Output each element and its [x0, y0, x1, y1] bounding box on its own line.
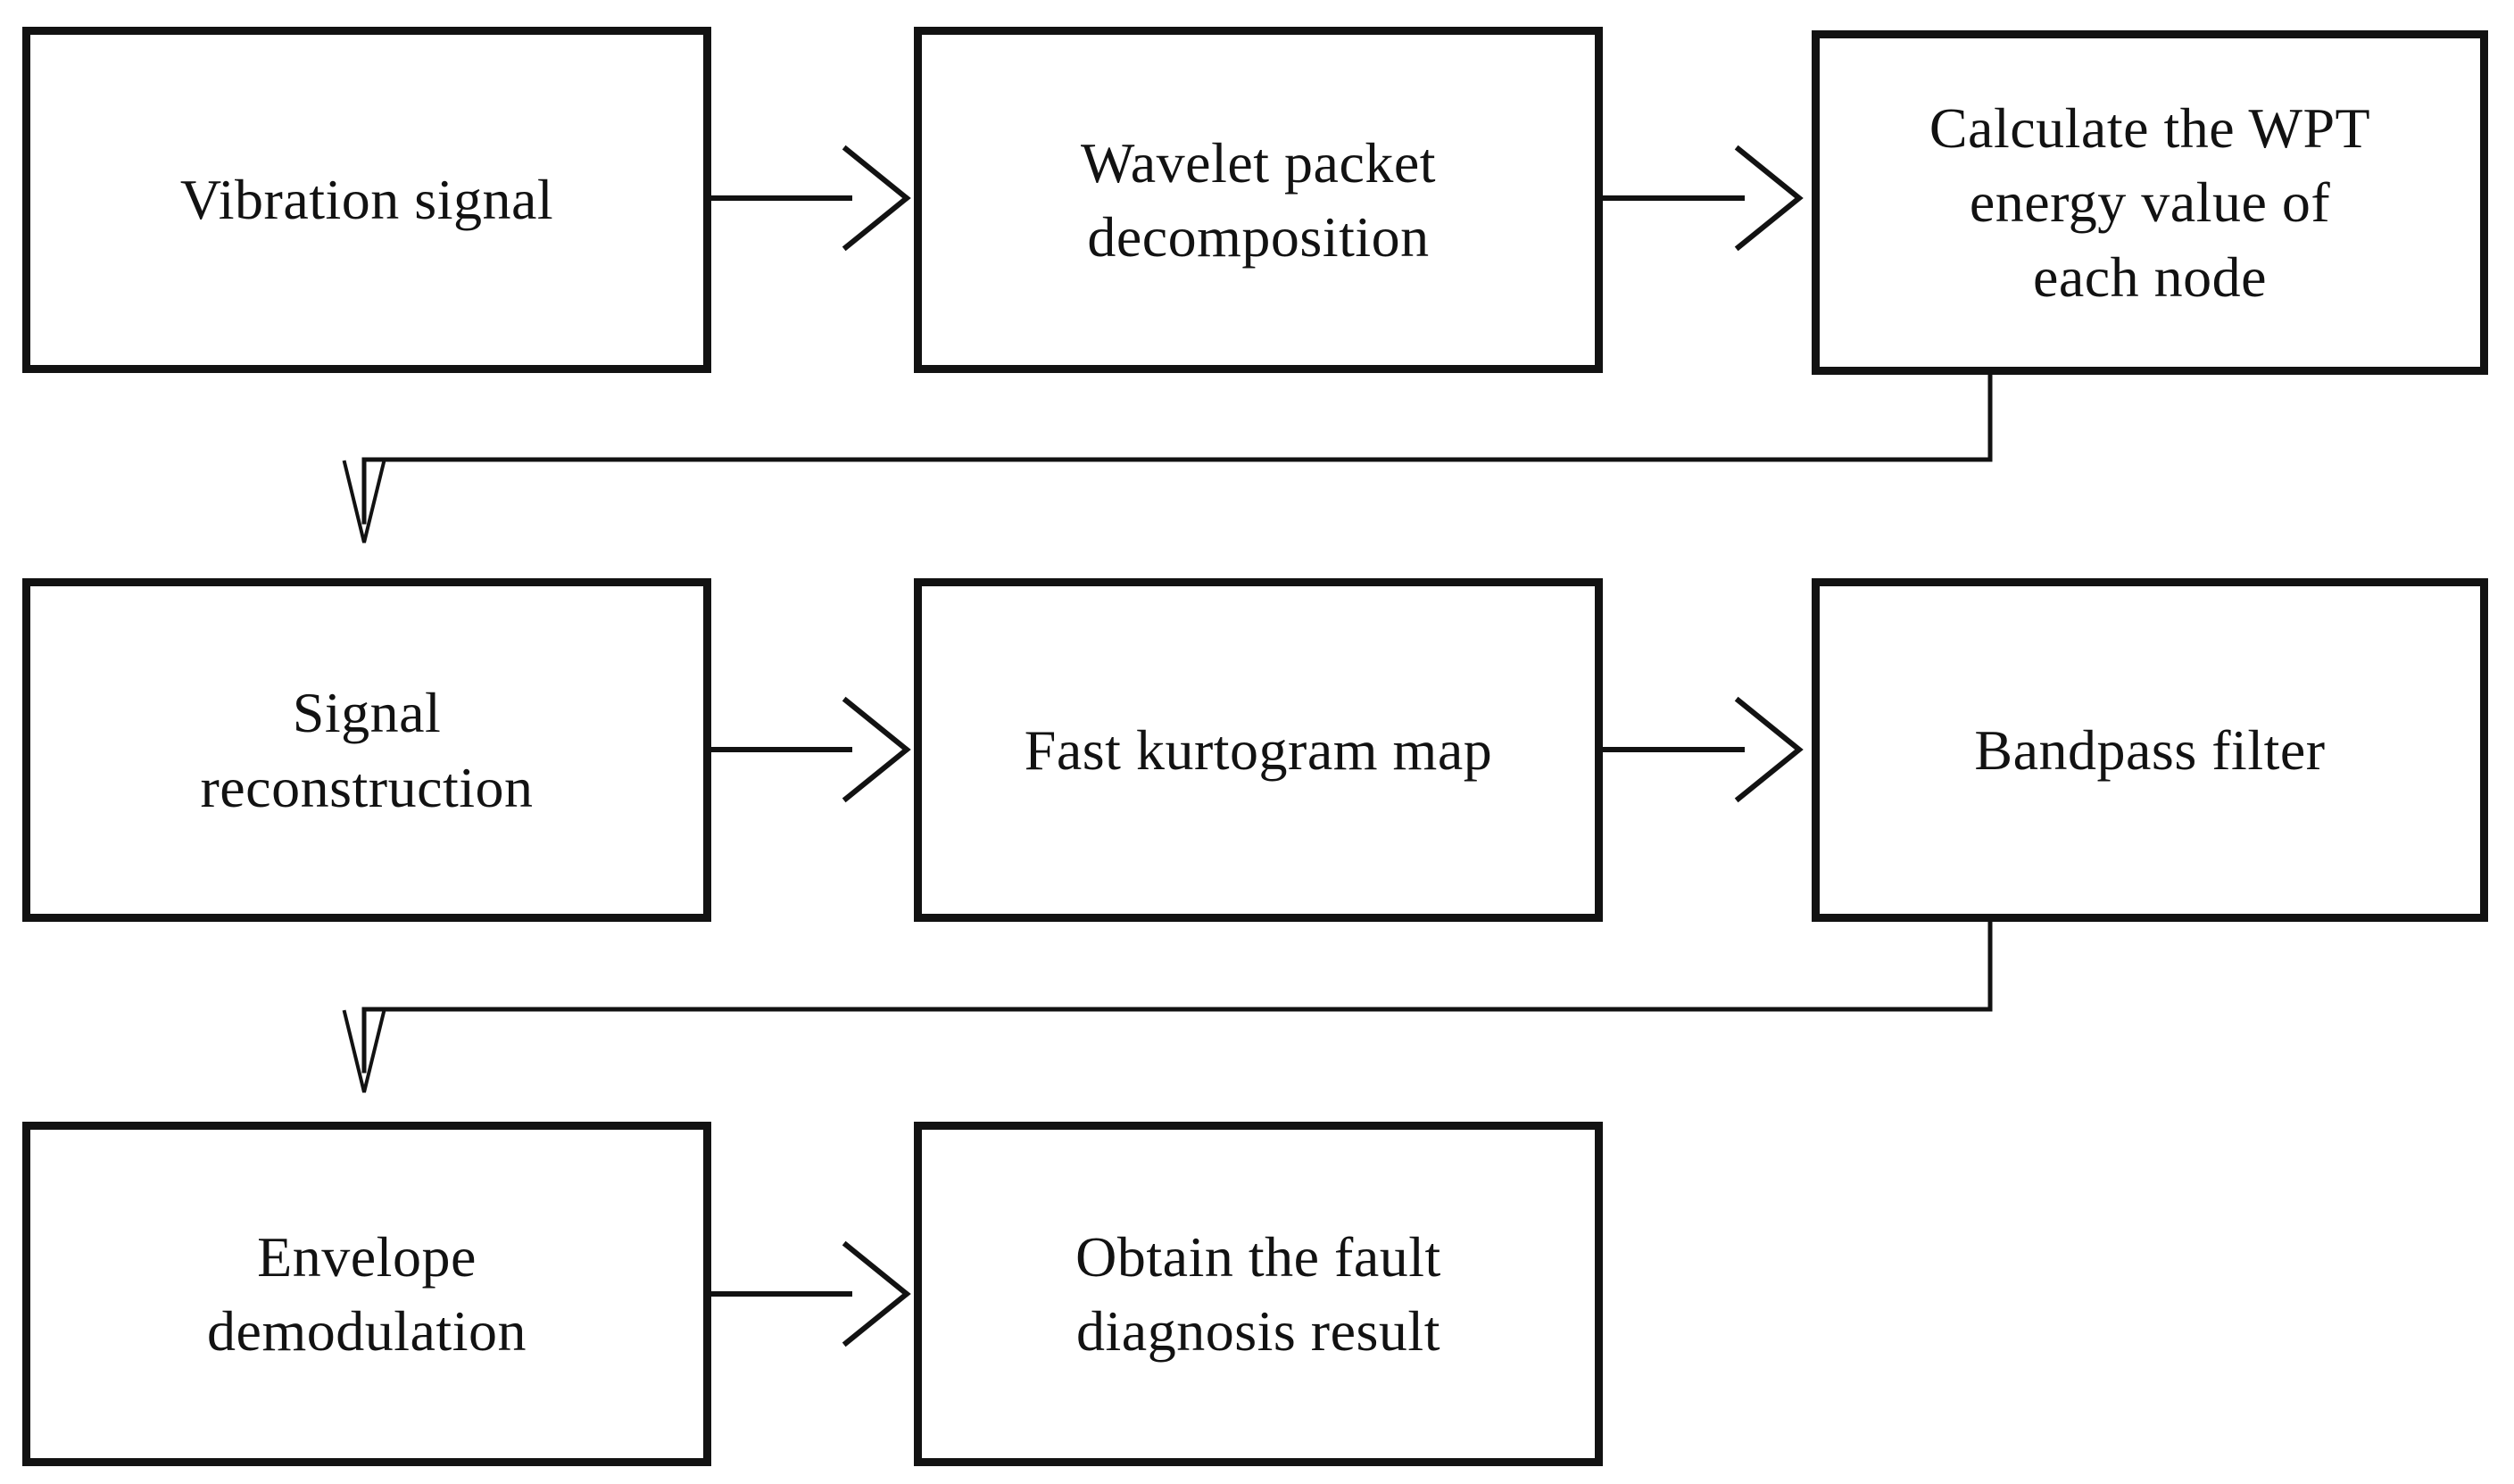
- flow-node-wpt-energy-value: Calculate the WPT energy value of each n…: [1812, 30, 2488, 375]
- node-label: Vibration signal: [179, 168, 554, 232]
- edge-bandpass-to-envelope: [342, 919, 1993, 1093]
- flow-node-signal-reconstruction: Signal reconstruction: [22, 578, 711, 922]
- arrow-right-icon: [1734, 696, 1804, 803]
- flow-node-wavelet-packet-decomposition: Wavelet packet decomposition: [914, 27, 1603, 373]
- node-label: Envelope demodulation: [207, 1224, 527, 1363]
- node-label: Fast kurtogram map: [1024, 717, 1493, 782]
- arrow-right-icon: [842, 696, 911, 803]
- flow-node-bandpass-filter: Bandpass filter: [1812, 578, 2488, 922]
- node-label: Calculate the WPT energy value of each n…: [1929, 96, 2371, 309]
- edge-signal-reconstruction-to-kurtogram: [709, 696, 911, 803]
- arrow-right-icon: [842, 1240, 911, 1347]
- arrow-down-icon: [342, 460, 386, 543]
- arrow-down-icon: [342, 1009, 386, 1093]
- flow-node-fault-diagnosis-result: Obtain the fault diagnosis result: [914, 1122, 1603, 1466]
- flow-node-envelope-demodulation: Envelope demodulation: [22, 1122, 711, 1466]
- node-label: Signal reconstruction: [200, 681, 534, 819]
- node-label: Bandpass filter: [1974, 717, 2326, 782]
- edge-vibration-to-wavelet: [709, 145, 911, 252]
- edge-wpt-energy-to-signal-reconstruction: [342, 372, 1993, 543]
- arrow-right-icon: [842, 145, 911, 252]
- node-label: Wavelet packet decomposition: [1080, 130, 1437, 269]
- flow-node-vibration-signal: Vibration signal: [22, 27, 711, 373]
- edge-envelope-to-result: [709, 1240, 911, 1347]
- flow-node-fast-kurtogram-map: Fast kurtogram map: [914, 578, 1603, 922]
- edge-kurtogram-to-bandpass: [1600, 696, 1804, 803]
- arrow-right-icon: [1734, 145, 1804, 252]
- edge-wavelet-to-wpt-energy: [1600, 145, 1804, 252]
- node-label: Obtain the fault diagnosis result: [1075, 1224, 1441, 1363]
